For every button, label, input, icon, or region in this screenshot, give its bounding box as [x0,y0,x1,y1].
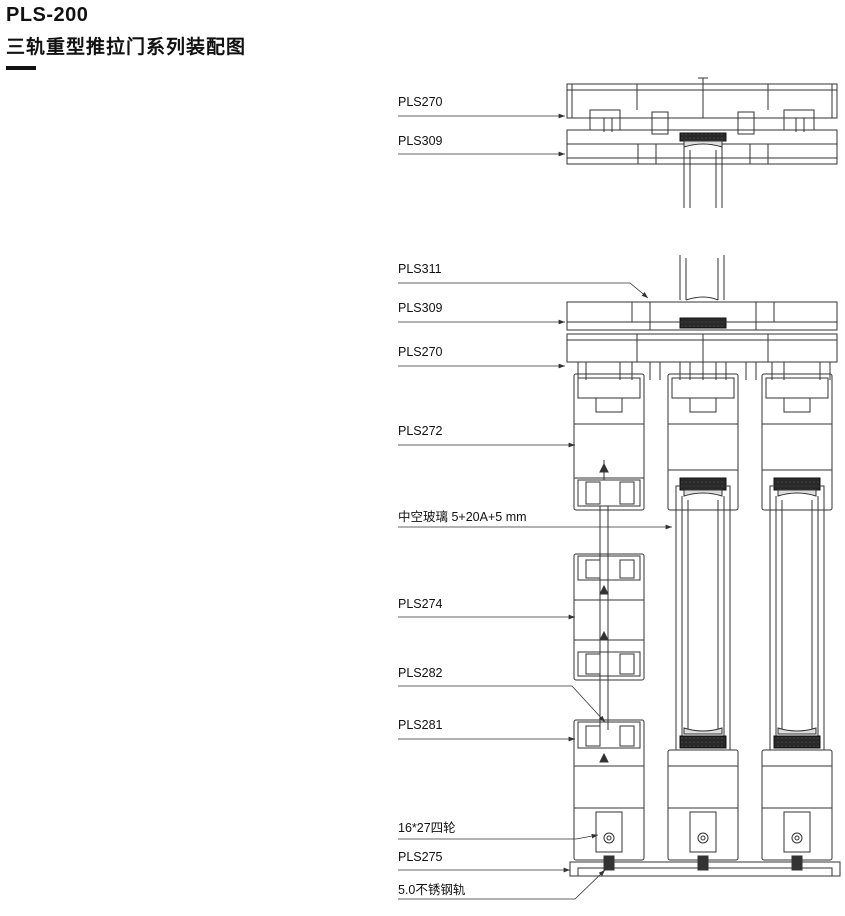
glass-seal-center-bottom [679,735,727,749]
label-glass: 中空玻璃 5+20A+5 mm [398,510,527,524]
frame-pls270-top [566,83,838,119]
frame-pls309-mid [566,301,838,331]
seal-mid [679,317,727,329]
bottom-track-pls275 [569,855,841,877]
glass-unit-right [769,485,825,751]
label-wheel: 16*27四轮 [398,821,456,835]
rail-left [603,855,615,871]
label-pls282: PLS282 [398,666,443,680]
right-sash [761,373,833,861]
label-pls274: PLS274 [398,597,443,611]
rail-right [791,855,803,871]
glass-seal-right-top [773,477,821,491]
label-pls275: PLS275 [398,850,443,864]
frame-pls270-mid [566,333,838,363]
model-title: PLS-200 [6,4,89,26]
head-section-top [566,77,838,208]
leader-wheel [398,833,599,840]
frame-pls309-top [566,129,838,165]
glass-seal-center-top [679,477,727,491]
glass-seal-right-bottom [773,735,821,749]
center-sash [667,373,739,861]
label-rail: 5.0不锈钢轨 [398,883,466,897]
sash-pls272 [573,373,645,511]
head-section-mid [566,255,838,380]
label-pls270-top: PLS270 [398,95,443,109]
wheel-left [603,832,615,844]
leader-pls311 [398,282,649,299]
rail-center [697,855,709,871]
title-underline [6,66,36,70]
seal-top [679,132,727,142]
wheel-center [697,832,709,844]
wheel-right [791,832,803,844]
label-pls272: PLS272 [398,424,443,438]
label-pls309-mid: PLS309 [398,301,443,315]
leader-pls282 [398,685,606,723]
leader-lines [398,113,672,900]
glass-unit-center [675,485,731,751]
leader-rail [398,869,606,900]
left-sash [573,373,645,861]
label-pls309-top: PLS309 [398,134,443,148]
label-pls270-mid: PLS270 [398,345,443,359]
drawing-title: 三轨重型推拉门系列装配图 [6,36,247,58]
wheel-housing-left [595,811,623,853]
sash-pls274 [573,553,645,681]
label-pls311: PLS311 [398,262,442,276]
label-pls281: PLS281 [398,718,443,732]
